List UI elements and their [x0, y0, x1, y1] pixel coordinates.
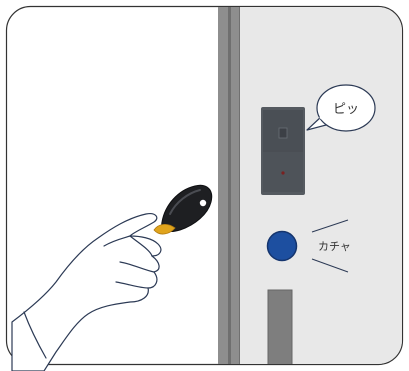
door-jamb	[218, 7, 228, 367]
card-reader-icon	[261, 107, 305, 195]
door-handle	[268, 290, 292, 371]
sound-label: カチャ	[318, 240, 351, 253]
unlock-button-icon	[268, 232, 297, 261]
door-edge	[239, 7, 240, 367]
speech-bubble-text: ピッ	[333, 102, 359, 117]
door-jamb-inner	[231, 7, 239, 367]
door-panel	[218, 7, 408, 367]
door-jamb-shadow	[228, 7, 231, 367]
